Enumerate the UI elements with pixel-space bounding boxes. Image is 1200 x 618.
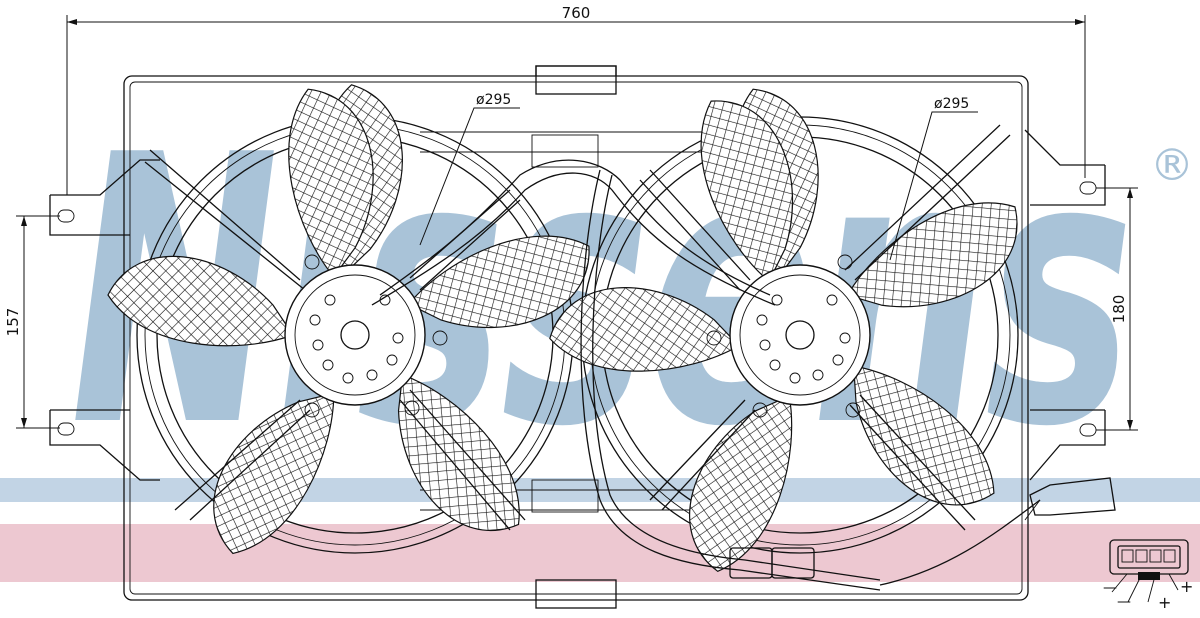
pin-4-label: + — [1180, 577, 1193, 596]
left-fan-spoke-lr — [399, 389, 526, 531]
right-motor-shaft — [785, 320, 815, 350]
watermark-band-pink — [0, 524, 1200, 582]
pin-3-label: + — [1158, 593, 1171, 612]
wiring-harness — [371, 159, 1116, 591]
right-motor-housing — [729, 264, 871, 406]
shroud-frame — [123, 65, 1029, 609]
overall-width-label: 760 — [562, 4, 591, 22]
overall-width-dimension: 760 — [66, 4, 1086, 195]
connector-pinout: — — + + — [1103, 539, 1193, 612]
right-mount-dimension: 180 — [1096, 187, 1138, 431]
right-fan-spoke-lr — [849, 394, 976, 531]
main-connector-plug — [1029, 477, 1116, 516]
left-fan-diameter-label: ø295 — [476, 92, 511, 108]
right-fan-diameter-label: ø295 — [934, 96, 969, 112]
right-mount-brackets — [1024, 129, 1106, 481]
right-fan: ø295 — [542, 75, 1041, 581]
pin-1-label: — — [1103, 580, 1117, 596]
right-fan-spoke-ll — [649, 399, 756, 511]
left-mount-brackets — [49, 159, 160, 481]
left-motor-shaft — [340, 320, 370, 350]
left-lower-mount-hole — [57, 422, 75, 436]
right-fan-spoke-ur — [844, 124, 1011, 281]
pin-2-label: — — [1117, 594, 1131, 610]
right-mount-spacing-label: 180 — [1110, 295, 1128, 324]
left-mount-dimension: 157 — [4, 215, 60, 429]
left-mount-spacing-label: 157 — [4, 308, 22, 337]
left-fan: ø295 — [107, 75, 609, 572]
right-hub-holes — [756, 294, 851, 384]
bottom-lug — [535, 579, 617, 609]
harness-connector-b — [771, 547, 815, 579]
left-fan-spoke-ul — [144, 149, 306, 291]
registered-mark: ® — [1150, 140, 1194, 191]
top-lug — [535, 65, 617, 76]
left-fan-spoke-ll — [174, 399, 311, 521]
